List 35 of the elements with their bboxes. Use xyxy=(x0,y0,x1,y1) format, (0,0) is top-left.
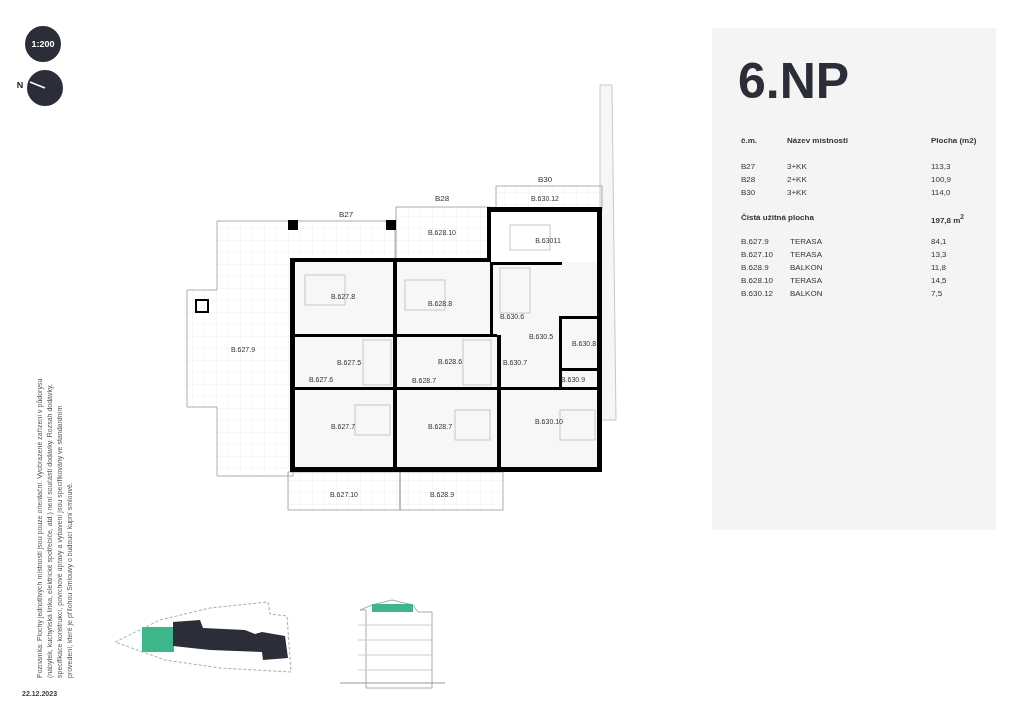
table-cell: BALKON xyxy=(790,263,823,272)
unit-label: B28 xyxy=(434,193,450,203)
table-cell: 113,3 xyxy=(931,162,951,171)
table-cell: TERASA xyxy=(790,250,822,259)
table-cell: B28 xyxy=(741,175,756,184)
table-header: 197,8 m$^{2}$ xyxy=(931,213,965,225)
table-cell: B.627.10 xyxy=(741,250,774,259)
table-cell: 11,8 xyxy=(931,263,946,272)
table-cell: B.628.10 xyxy=(741,276,774,285)
unit-label: B30 xyxy=(537,174,553,184)
table-cell: 3+KK xyxy=(787,188,807,197)
north-label: N xyxy=(16,80,24,90)
table-cell: 14,5 xyxy=(931,276,947,285)
scale-label: 1:200 xyxy=(31,39,55,49)
table-cell: TERASA xyxy=(790,276,822,285)
table-cell: B27 xyxy=(741,162,756,171)
table-cell: 7,5 xyxy=(931,289,943,298)
table-cell: BALKON xyxy=(790,289,823,298)
table-cell: 114,0 xyxy=(931,188,951,197)
table-header: č.m. xyxy=(741,136,757,145)
table-cell: 2+KK xyxy=(787,175,807,184)
unit-label: B27 xyxy=(338,209,354,219)
floor-title: 6.NP xyxy=(738,52,850,110)
table-cell: TERASA xyxy=(790,237,822,246)
table-cell: 13,3 xyxy=(931,250,947,259)
table-cell: 100,9 xyxy=(931,175,952,184)
table-cell: 84,1 xyxy=(931,237,947,246)
table-cell: B.628.9 xyxy=(741,263,769,272)
table-header: Název místnosti xyxy=(787,136,848,145)
table-header: Čistá užitná plocha xyxy=(741,213,814,222)
table-cell: B.627.9 xyxy=(741,237,769,246)
table-header: Plocha (m2) xyxy=(931,136,977,145)
table-cell: B.630.12 xyxy=(741,289,774,298)
table-cell: B30 xyxy=(741,188,756,197)
table-cell: 3+KK xyxy=(787,162,807,171)
